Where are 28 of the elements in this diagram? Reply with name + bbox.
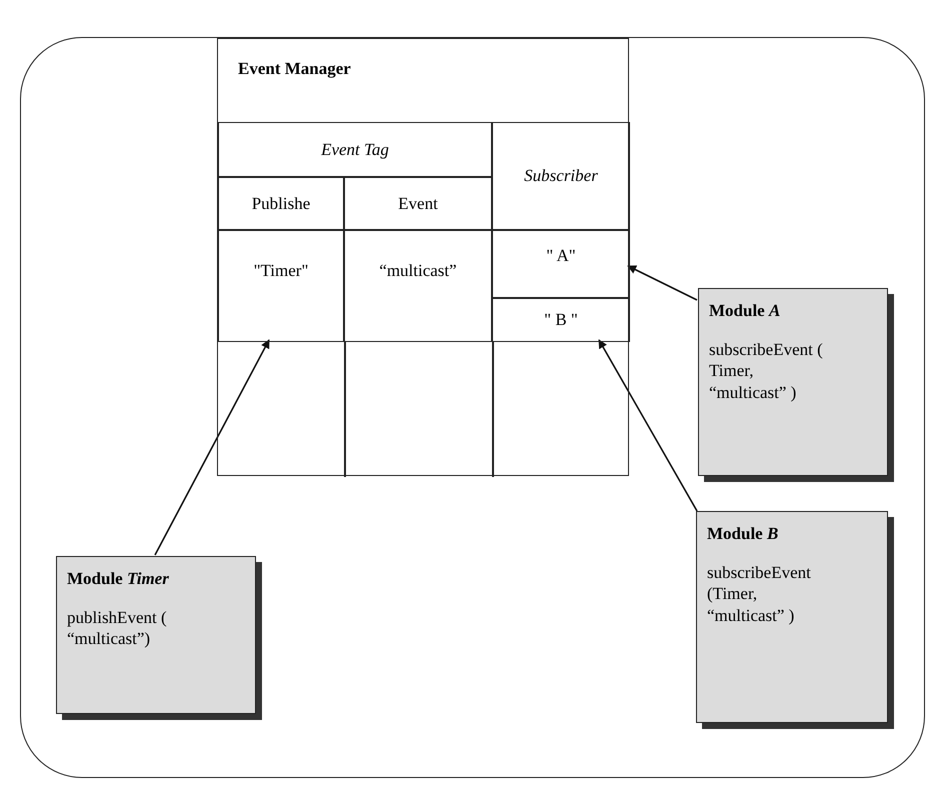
cell-text: "Timer": [254, 261, 308, 281]
arrow: [598, 339, 698, 512]
table-cell: [492, 298, 630, 342]
module-title: Module A: [709, 301, 782, 321]
cell-text: " A": [546, 246, 576, 266]
table-header: [344, 177, 492, 230]
table-cell: [492, 230, 630, 298]
table-header: [492, 122, 630, 230]
cell-text: Publishe: [252, 194, 310, 214]
table-header: [218, 122, 492, 177]
arrow: [154, 339, 270, 556]
arrow: [627, 265, 698, 301]
module-title: Module B: [707, 524, 780, 544]
table-cell: [344, 230, 492, 342]
function-call: publishEvent ( “multicast”): [67, 607, 168, 650]
cell-text: “multicast”: [379, 261, 457, 281]
function-call: subscribeEvent (Timer, “multicast” ): [707, 562, 812, 626]
function-call: subscribeEvent ( Timer, “multicast” ): [709, 339, 824, 403]
event-manager-table: [217, 38, 629, 476]
table-header: [218, 177, 344, 230]
cell-text: Event: [398, 194, 438, 214]
cell-text: " B ": [544, 310, 578, 330]
table-cell: [218, 230, 344, 342]
cell-text: Event Tag: [321, 140, 389, 160]
cell-text: Subscriber: [524, 166, 598, 186]
table-title: Event Manager: [238, 59, 351, 79]
module-title: Module Timer: [67, 569, 170, 589]
diagram-frame: [20, 37, 925, 778]
